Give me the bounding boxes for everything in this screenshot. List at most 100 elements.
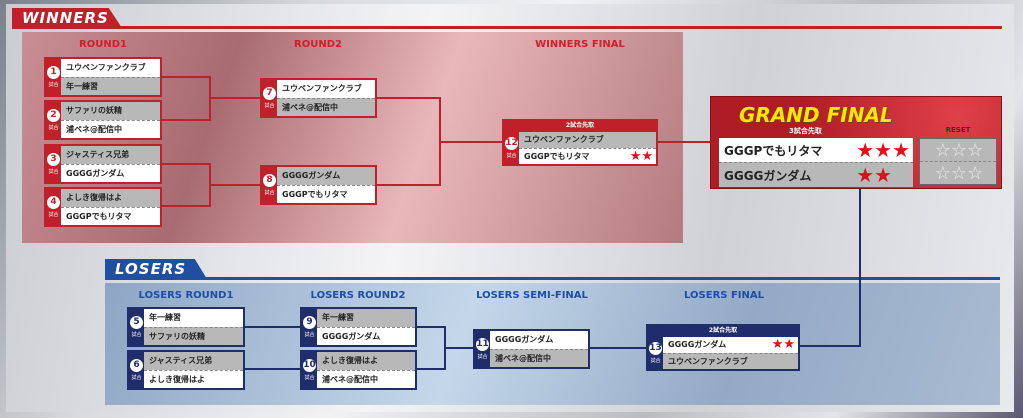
match-suffix: 試合 <box>477 354 488 360</box>
star-empty-icon: ☆ <box>892 163 910 187</box>
player-row[interactable]: GGGGガンダム <box>277 167 375 185</box>
player-name: GGGGガンダム <box>322 331 381 341</box>
match-suffix: 試合 <box>48 212 59 218</box>
star-filled-icon: ★ <box>771 337 784 353</box>
player-name: GGGGガンダム <box>668 340 727 350</box>
player-row[interactable]: サファリの妖精 <box>144 326 243 345</box>
player-row[interactable]: 浦ペネ@配信中 <box>317 369 415 388</box>
player-row[interactable]: 年一練習 <box>144 309 243 327</box>
winners-tab: WINNERS <box>12 8 122 28</box>
player-name: 年一練習 <box>66 81 98 91</box>
player-name: 年一練習 <box>322 313 354 323</box>
reset-row: ☆☆☆ <box>920 161 996 184</box>
player-name: GGGGガンダム <box>724 168 812 183</box>
player-row[interactable]: GGGPでもリタマ <box>61 206 160 225</box>
player-row[interactable]: 浦ペネ@配信中 <box>277 97 375 116</box>
player-row[interactable]: 年一練習 <box>61 76 160 95</box>
star-empty-icon: ☆ <box>641 132 653 148</box>
star-rating: ★★★ <box>856 138 913 162</box>
star-empty-icon: ☆ <box>934 162 951 184</box>
player-row[interactable]: GGGGガンダム <box>490 331 588 349</box>
player-name: 浦ペネ@配信中 <box>282 102 338 112</box>
star-filled-icon: ★ <box>641 148 653 164</box>
reset-label: RESET <box>945 126 971 134</box>
reset-row: ☆☆☆ <box>920 139 996 161</box>
player-row[interactable]: ジャスティス兄弟 <box>61 146 160 164</box>
heading-losers-final: LOSERS FINAL <box>684 290 764 301</box>
player-name: GGGPでもリタマ <box>66 211 132 221</box>
connector <box>417 326 473 370</box>
grand-final-player-row[interactable]: GGGPでもリタマ★★★ <box>719 138 913 162</box>
player-row[interactable]: ユウペンファンクラブ <box>277 80 375 98</box>
match-number: 3 試合 <box>46 146 61 182</box>
match-number-badge: 8 <box>263 174 276 187</box>
star-filled-icon: ★ <box>629 148 642 164</box>
connector <box>162 163 260 207</box>
grand-final-player-row[interactable]: GGGGガンダム★★☆ <box>719 162 913 187</box>
player-row[interactable]: ジャスティス兄弟 <box>144 352 243 370</box>
star-rating: ☆☆ <box>772 354 798 369</box>
match-number-badge: 7 <box>263 87 276 100</box>
star-filled-icon: ★ <box>874 163 893 187</box>
match-suffix: 試合 <box>48 169 59 175</box>
player-name: GGGPでもリタマ <box>524 151 590 161</box>
player-row[interactable]: よしき復帰はよ <box>317 352 415 370</box>
player-row[interactable]: GGGGガンダム ★★ <box>663 337 798 353</box>
match-3[interactable]: 3 試合 ジャスティス兄弟 GGGGガンダム <box>44 144 162 184</box>
player-name: GGGPでもリタマ <box>282 189 348 199</box>
connector <box>800 189 861 347</box>
player-row[interactable]: 年一練習 <box>317 309 415 327</box>
match-number-badge: 6 <box>130 359 143 372</box>
player-row[interactable]: よしき復帰はよ <box>144 369 243 388</box>
star-empty-icon: ☆ <box>771 353 784 369</box>
player-name: ジャスティス兄弟 <box>66 150 130 160</box>
player-name: GGGGガンダム <box>66 168 125 178</box>
player-name: 年一練習 <box>149 313 181 323</box>
player-row[interactable]: サファリの妖精 <box>61 102 160 120</box>
player-name: 浦ペネ@配信中 <box>495 353 551 363</box>
star-rating: ★★ <box>772 337 798 352</box>
match-number-badge: 11 <box>476 338 489 351</box>
match-number-badge: 12 <box>505 137 518 150</box>
losers-divider <box>105 277 1000 280</box>
connector <box>377 97 502 186</box>
player-row[interactable]: ユウペンファンクラブ <box>61 59 160 77</box>
player-row[interactable]: 浦ペネ@配信中 <box>61 119 160 138</box>
grand-final: GRAND FINAL 3試合先取 RESET GGGPでもリタマ★★★GGGG… <box>710 96 1002 189</box>
match-number-badge: 5 <box>130 316 143 329</box>
player-row[interactable]: ユウペンファンクラブ☆☆ <box>663 352 798 369</box>
player-row[interactable]: GGGGガンダム <box>317 326 415 345</box>
heading-round1: ROUND1 <box>79 39 127 50</box>
match-format: 2試合先取 <box>565 122 595 129</box>
heading-losers-round2: LOSERS ROUND2 <box>310 290 406 301</box>
player-row[interactable]: よしき復帰はよ <box>61 189 160 207</box>
match-suffix: 試合 <box>264 103 275 109</box>
match-number-badge: 3 <box>47 153 60 166</box>
player-row[interactable]: 浦ペネ@配信中 <box>490 348 588 367</box>
player-row[interactable]: GGGGガンダム <box>61 163 160 182</box>
player-row[interactable]: GGGPでもリタマ ★★ <box>519 147 656 164</box>
player-name: ユウペンファンクラブ <box>524 135 604 145</box>
player-row[interactable]: GGGPでもリタマ <box>277 184 375 203</box>
star-rating: ☆☆☆ <box>935 163 986 184</box>
player-row[interactable]: ユウペンファンクラブ☆☆ <box>519 132 656 148</box>
player-name: サファリの妖精 <box>66 106 122 116</box>
match-7[interactable]: 7 試合ユウペンファンクラブ浦ペネ@配信中 <box>260 78 377 118</box>
